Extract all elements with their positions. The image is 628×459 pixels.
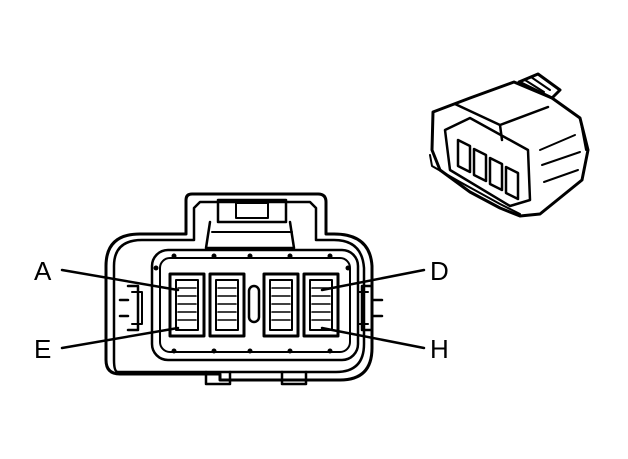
bottom-key-left (204, 370, 232, 386)
housing-inner-outline (112, 200, 366, 374)
latch-lock (204, 198, 296, 250)
leader-line-a (60, 268, 180, 292)
label-e: E (34, 334, 51, 364)
side-tab-right (357, 284, 384, 332)
cavity-2 (208, 272, 246, 338)
cavity-divider (247, 284, 261, 324)
label-a: A (34, 256, 52, 286)
terminal-cavities (168, 272, 340, 338)
connector-isometric-view (429, 72, 590, 218)
mating-face (150, 248, 360, 362)
face-dots (153, 253, 351, 354)
bottom-key-right (280, 370, 308, 386)
label-d: D (430, 256, 449, 286)
isometric-cavities (456, 138, 520, 201)
cavity-4 (302, 272, 340, 338)
leader-line-d (320, 268, 426, 292)
connector-face-view (104, 192, 384, 386)
cavity-3 (262, 272, 300, 338)
housing-outline (104, 192, 374, 382)
leader-lines (60, 268, 426, 350)
leader-line-h (320, 326, 426, 350)
side-tab-left (118, 284, 143, 332)
leader-line-e (60, 326, 180, 350)
cavity-1 (168, 272, 206, 338)
label-h: H (430, 334, 449, 364)
